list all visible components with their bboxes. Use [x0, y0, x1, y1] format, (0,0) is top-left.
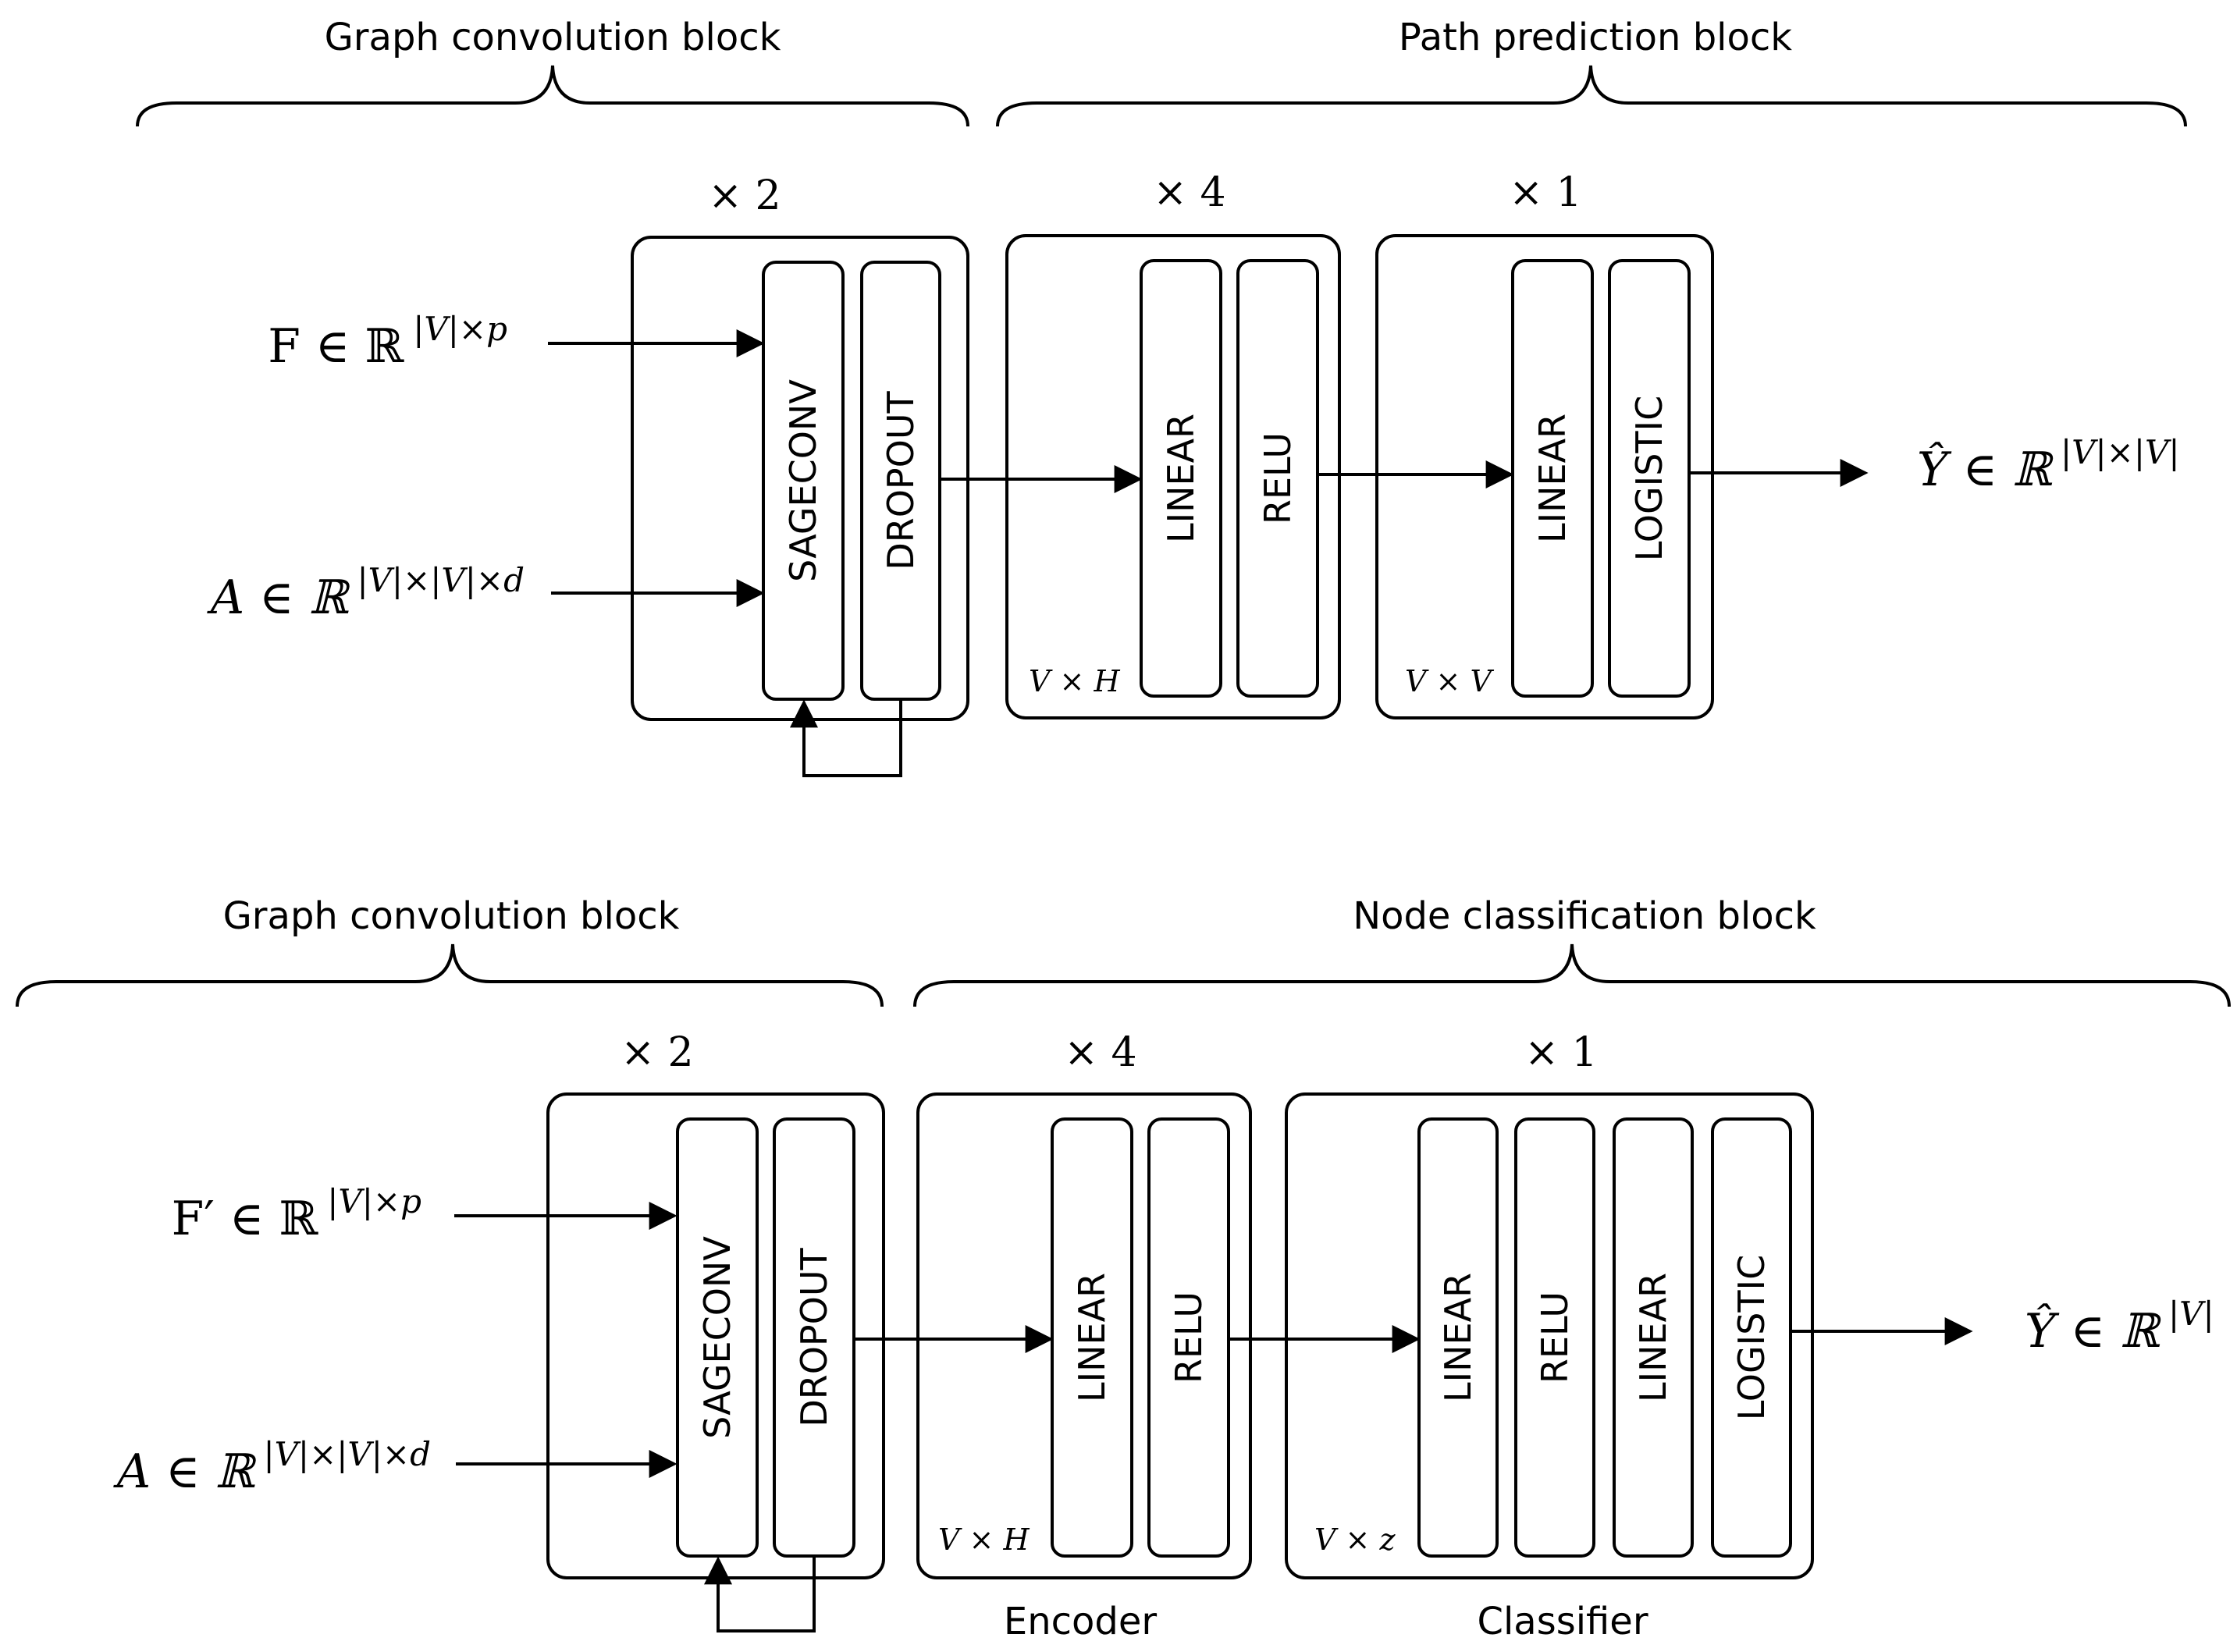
- top-block2-dimension: V × H: [1029, 664, 1120, 698]
- bottom-input-a-superscript: |V|×|V|×d: [263, 1435, 431, 1473]
- bottom-input-f-base: F′ ∈ ℝ: [172, 1192, 319, 1246]
- bottom-right-header: Node classification block: [1353, 894, 1816, 938]
- top-linear-label-1: LINEAR: [1160, 414, 1202, 543]
- bottom-input-a-base: A ∈ ℝ: [113, 1444, 258, 1499]
- top-diagram: Graph convolution block Path prediction …: [136, 16, 2187, 777]
- bottom-classifier-frame: [1285, 1092, 1814, 1579]
- bottom-feedback-loop-arrow: [704, 1556, 816, 1632]
- bottom-block3-dimension: V × z: [1314, 1522, 1396, 1557]
- top-sageconv-layer: [762, 261, 845, 701]
- top-left-brace: [136, 65, 969, 127]
- bottom-block3-multiplier: × 1: [1524, 1029, 1597, 1076]
- bottom-linear-label-3: LINEAR: [1632, 1273, 1674, 1402]
- bottom-relu-label-2: RELU: [1534, 1291, 1576, 1384]
- top-output: Ŷ ∈ ℝ|V|×|V|: [1917, 433, 2180, 497]
- top-block2-multiplier: × 4: [1153, 169, 1225, 216]
- bottom-input-a: A ∈ ℝ|V|×|V|×d: [113, 1435, 431, 1499]
- bottom-left-brace: [16, 943, 884, 1007]
- top-right-brace: [996, 65, 2187, 127]
- top-relu-label: RELU: [1257, 432, 1299, 524]
- top-input-f: F ∈ ℝ|V|×p: [268, 310, 507, 374]
- top-logistic-layer: [1608, 259, 1691, 698]
- bottom-block2-dimension: V × H: [938, 1522, 1030, 1557]
- top-block3-dimension: V × V: [1405, 664, 1494, 698]
- bottom-dropout-label: DROPOUT: [793, 1247, 835, 1426]
- bottom-linear-label-1: LINEAR: [1071, 1273, 1113, 1402]
- top-logistic-label: LOGISTIC: [1628, 396, 1670, 561]
- top-feedback-loop-arrow: [790, 699, 902, 777]
- top-output-superscript: |V|×|V|: [2061, 433, 2179, 471]
- top-block1-multiplier: × 2: [708, 172, 781, 219]
- bottom-linear-layer-3: [1613, 1117, 1694, 1558]
- bottom-input-f-superscript: |V|×p: [327, 1182, 421, 1220]
- bottom-left-header: Graph convolution block: [223, 894, 680, 938]
- bottom-output-superscript: |V|: [2168, 1295, 2214, 1333]
- bottom-logistic-label: LOGISTIC: [1730, 1255, 1773, 1420]
- bottom-block1-multiplier: × 2: [621, 1029, 693, 1076]
- bottom-linear-label-2: LINEAR: [1437, 1273, 1479, 1402]
- top-input-a-superscript: |V|×|V|×d: [357, 561, 525, 599]
- top-input-a-base: A ∈ ℝ: [207, 570, 351, 625]
- top-hidden-frame: [1005, 234, 1341, 719]
- bottom-block2-multiplier: × 4: [1064, 1029, 1136, 1076]
- bottom-right-brace: [913, 943, 2231, 1007]
- top-left-header: Graph convolution block: [325, 16, 781, 59]
- bottom-output: Ŷ ∈ ℝ|V|: [2025, 1295, 2214, 1359]
- top-block3-multiplier: × 1: [1509, 169, 1581, 216]
- top-dropout-label: DROPOUT: [880, 390, 922, 570]
- bottom-logistic-layer: [1711, 1117, 1792, 1558]
- top-output-base: Ŷ ∈ ℝ: [1917, 442, 2054, 497]
- top-relu-layer: [1236, 259, 1319, 698]
- top-output-frame: [1375, 234, 1714, 719]
- bottom-relu-label-1: RELU: [1168, 1291, 1210, 1384]
- bottom-classifier-caption: Classifier: [1477, 1600, 1648, 1643]
- top-input-a: A ∈ ℝ|V|×|V|×d: [207, 561, 525, 625]
- bottom-output-base: Ŷ ∈ ℝ: [2025, 1303, 2162, 1359]
- bottom-encoder-frame: [916, 1092, 1252, 1579]
- bottom-encoder-caption: Encoder: [1004, 1600, 1158, 1643]
- bottom-input-f: F′ ∈ ℝ|V|×p: [172, 1182, 421, 1246]
- bottom-diagram: Graph convolution block Node classificat…: [16, 894, 2231, 1643]
- top-input-f-superscript: |V|×p: [413, 310, 507, 348]
- bottom-sageconv-layer: [676, 1117, 759, 1558]
- bottom-sageconv-label: SAGECONV: [696, 1236, 738, 1439]
- top-linear-label-2: LINEAR: [1531, 414, 1574, 543]
- top-right-header: Path prediction block: [1399, 16, 1792, 59]
- top-sageconv-label: SAGECONV: [782, 379, 824, 582]
- bottom-relu-layer-2: [1514, 1117, 1595, 1558]
- top-input-f-base: F ∈ ℝ: [268, 319, 404, 374]
